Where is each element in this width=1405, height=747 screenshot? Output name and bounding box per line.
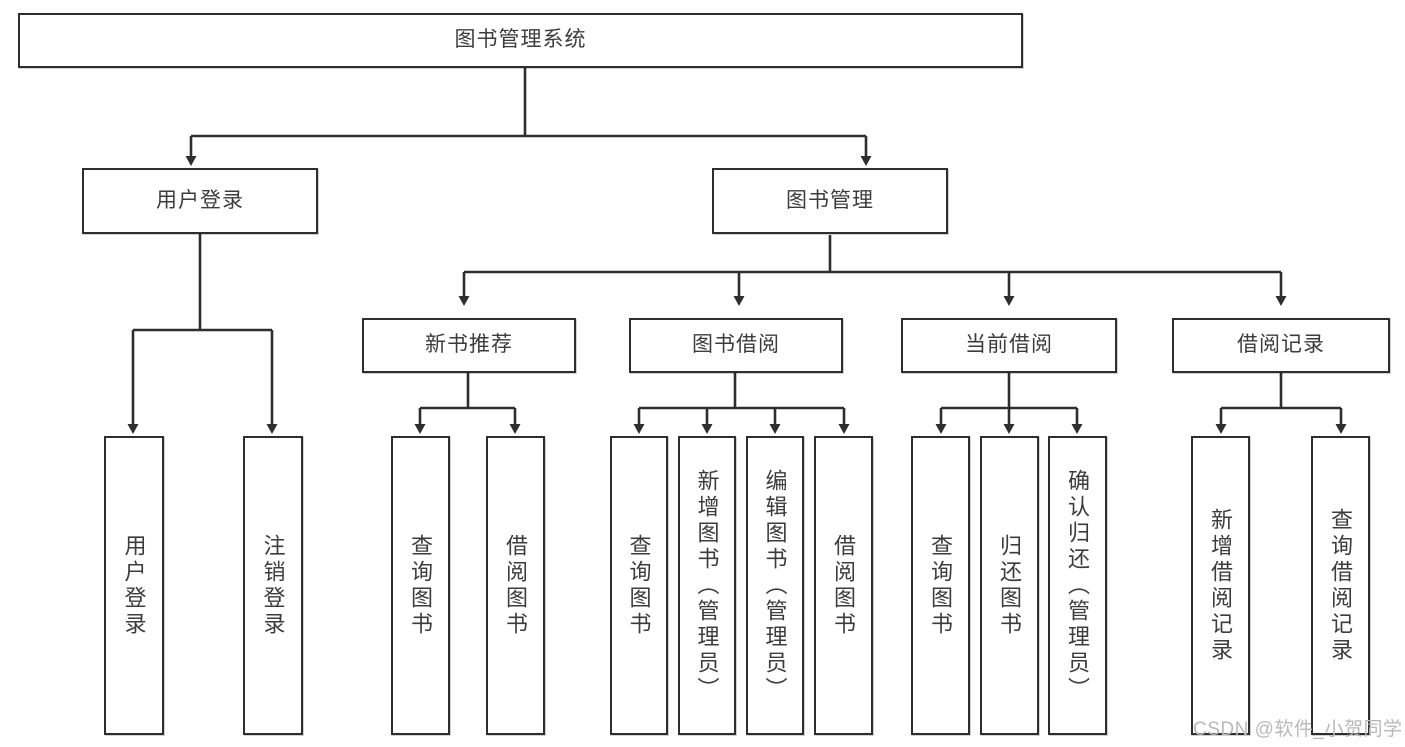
node-leaf-query-book-1-label: 查询图书: [408, 533, 434, 638]
node-leaf-query-record[interactable]: 查询借阅记录: [1311, 436, 1370, 735]
node-leaf-query-book-2-label: 查询图书: [626, 533, 652, 638]
node-root-label: 图书管理系统: [454, 28, 587, 52]
node-leaf-return-book[interactable]: 归还图书: [980, 436, 1039, 735]
node-leaf-user-logout-label: 注销登录: [260, 533, 286, 638]
node-leaf-query-book-3-label: 查询图书: [928, 533, 954, 638]
node-leaf-query-book-3[interactable]: 查询图书: [911, 436, 970, 735]
node-new-book-recommend-label: 新书推荐: [425, 333, 513, 357]
node-leaf-borrow-book-2[interactable]: 借阅图书: [814, 436, 873, 735]
node-current-borrow-label: 当前借阅: [965, 333, 1053, 357]
node-root[interactable]: 图书管理系统: [18, 13, 1023, 68]
node-current-borrow[interactable]: 当前借阅: [901, 318, 1117, 373]
node-leaf-user-logout[interactable]: 注销登录: [243, 436, 303, 735]
node-borrow-record[interactable]: 借阅记录: [1172, 318, 1390, 373]
node-user-login[interactable]: 用户登录: [82, 168, 318, 234]
node-book-borrow-label: 图书借阅: [692, 333, 780, 357]
node-leaf-borrow-book-1-label: 借阅图书: [503, 533, 529, 638]
node-leaf-add-book-label: 新增图书（管理员）: [694, 468, 720, 703]
node-user-login-label: 用户登录: [156, 188, 244, 212]
node-leaf-query-book-2[interactable]: 查询图书: [610, 436, 668, 735]
node-leaf-borrow-book-2-label: 借阅图书: [831, 533, 857, 638]
node-leaf-edit-book[interactable]: 编辑图书（管理员）: [746, 436, 804, 735]
node-leaf-user-login-label: 用户登录: [121, 533, 147, 638]
node-book-management-label: 图书管理: [786, 188, 874, 212]
node-leaf-add-record[interactable]: 新增借阅记录: [1191, 436, 1250, 735]
node-leaf-confirm-return[interactable]: 确认归还（管理员）: [1048, 436, 1107, 735]
node-leaf-edit-book-label: 编辑图书（管理员）: [762, 468, 788, 703]
node-leaf-add-book[interactable]: 新增图书（管理员）: [678, 436, 736, 735]
node-leaf-add-record-label: 新增借阅记录: [1208, 507, 1234, 664]
node-borrow-record-label: 借阅记录: [1237, 333, 1325, 357]
node-book-management[interactable]: 图书管理: [712, 168, 948, 234]
watermark: CSDN @软件_小贺同学: [1193, 719, 1403, 740]
node-leaf-return-book-label: 归还图书: [997, 533, 1023, 638]
node-leaf-query-record-label: 查询借阅记录: [1328, 507, 1354, 664]
node-leaf-user-login[interactable]: 用户登录: [104, 436, 164, 735]
node-new-book-recommend[interactable]: 新书推荐: [362, 318, 576, 373]
node-book-borrow[interactable]: 图书借阅: [629, 318, 843, 373]
node-leaf-query-book-1[interactable]: 查询图书: [391, 436, 450, 735]
node-leaf-borrow-book-1[interactable]: 借阅图书: [486, 436, 545, 735]
node-leaf-confirm-return-label: 确认归还（管理员）: [1065, 468, 1091, 703]
